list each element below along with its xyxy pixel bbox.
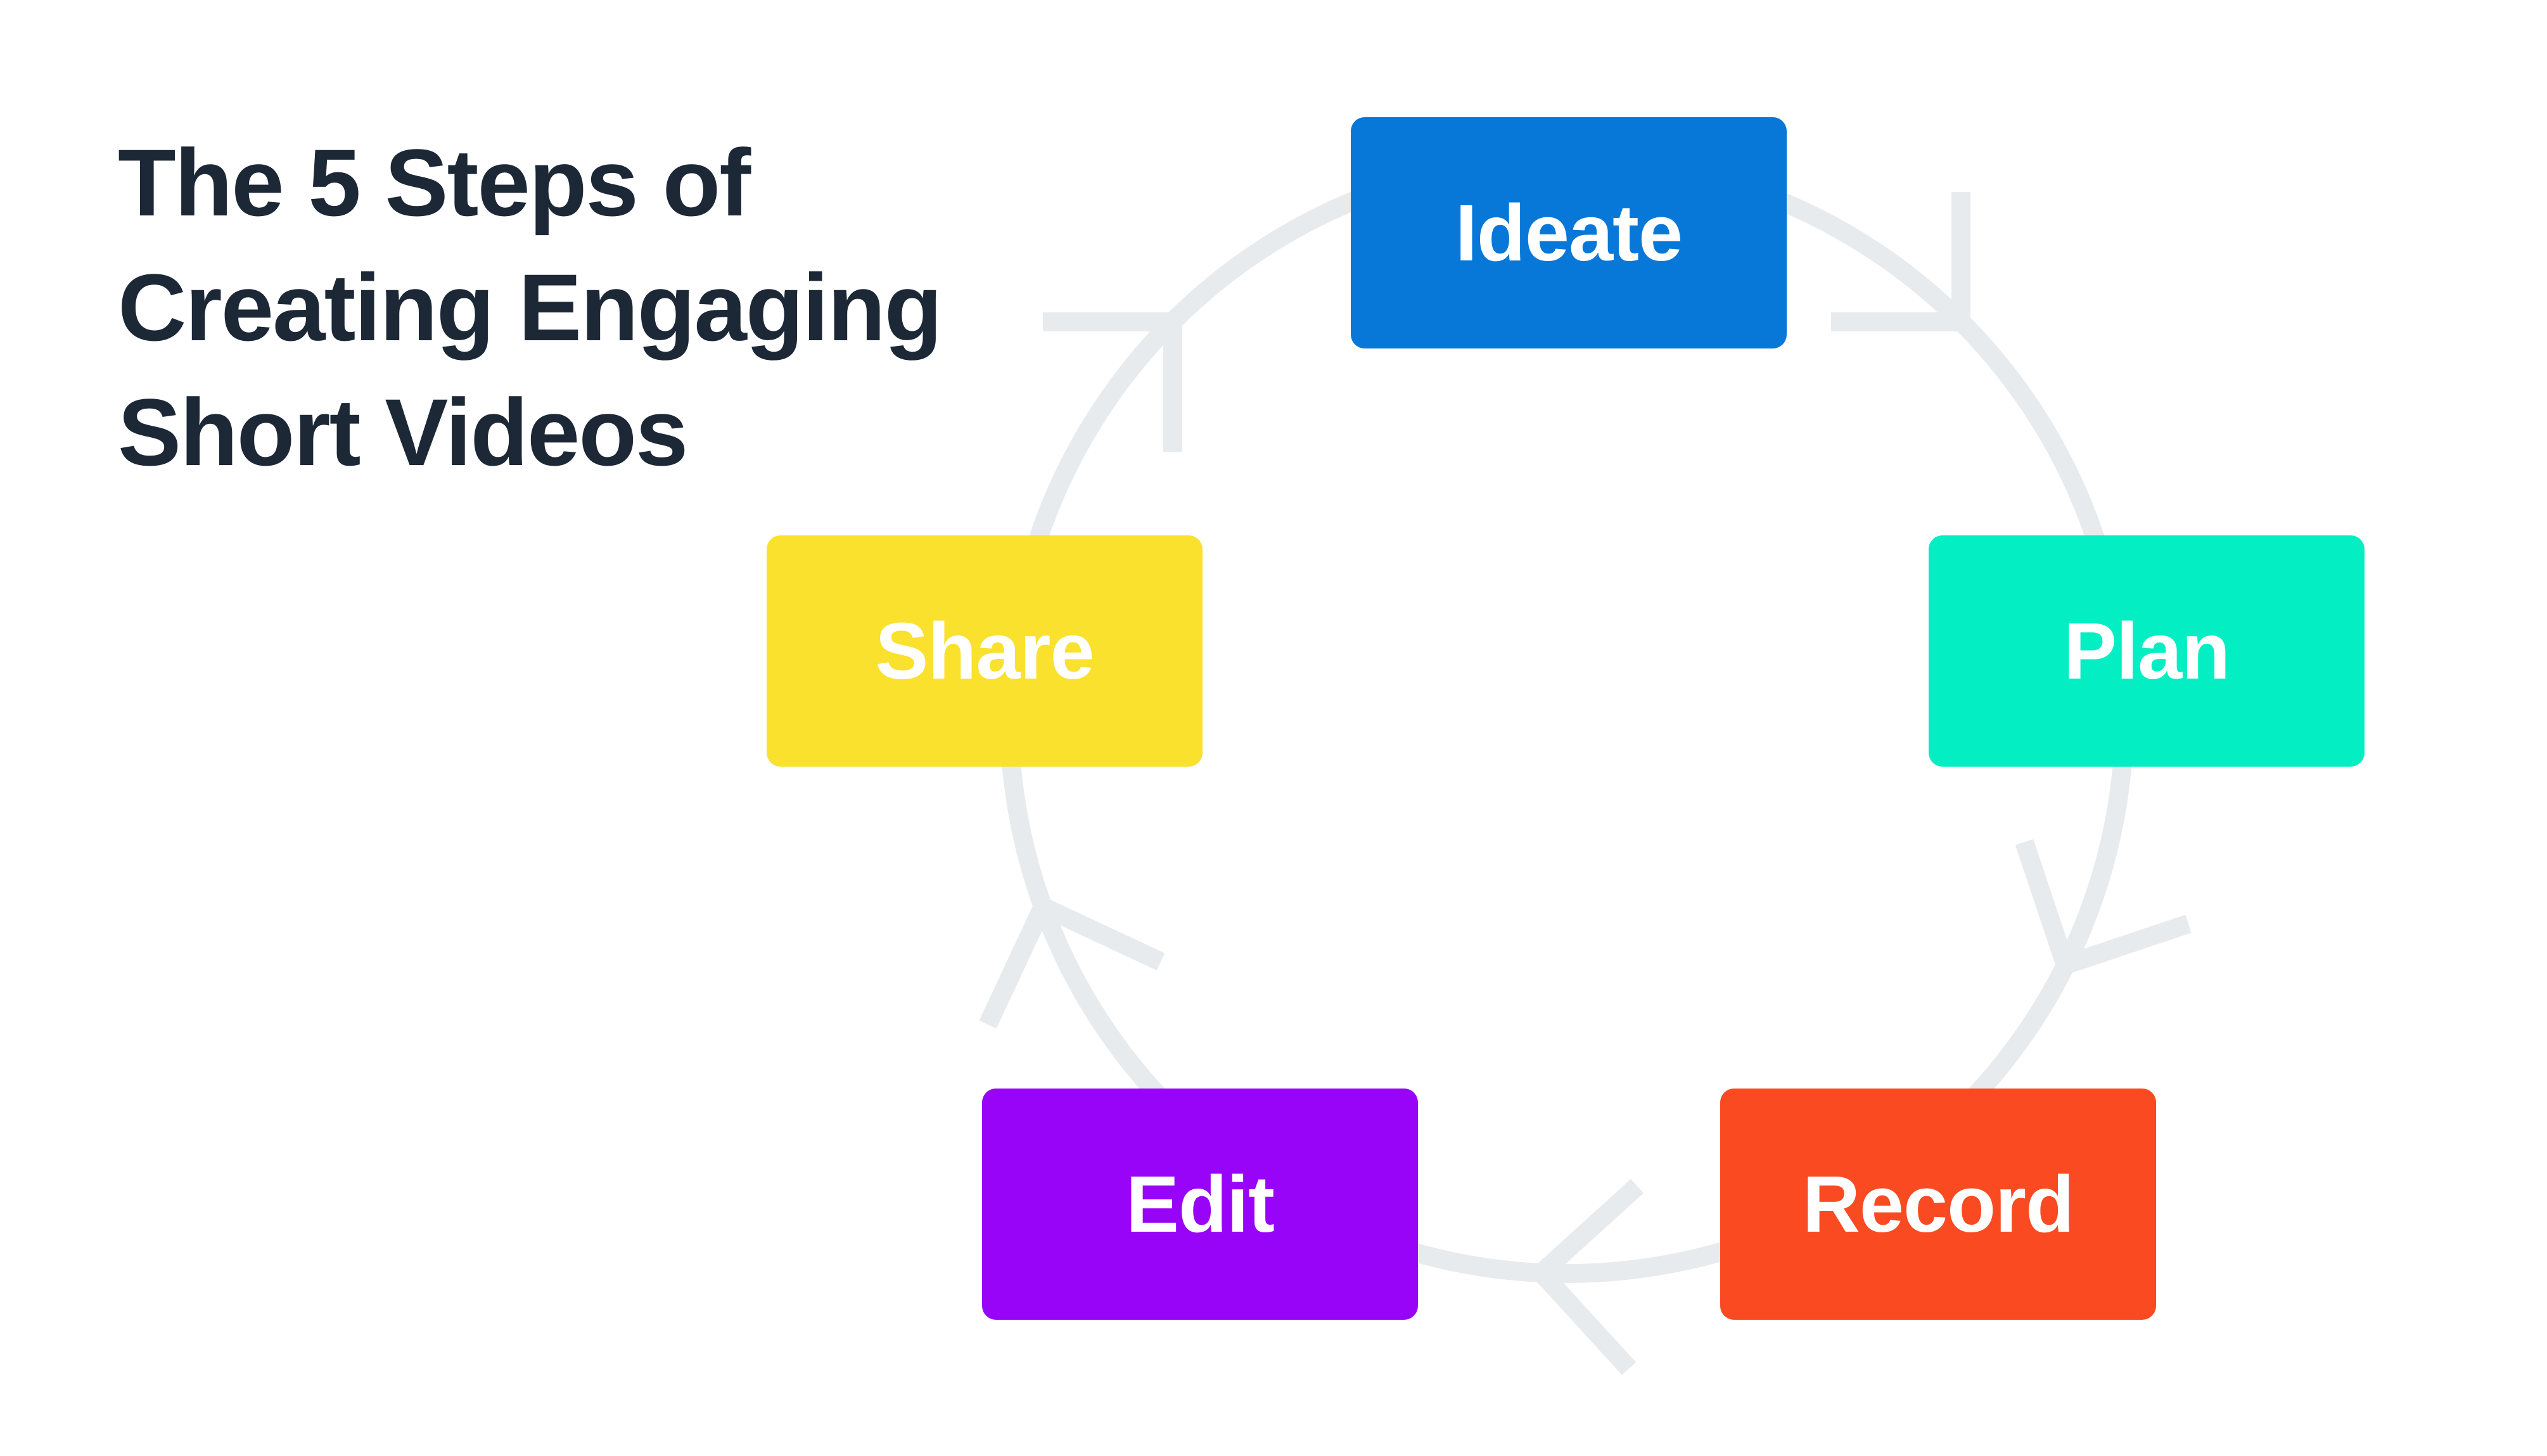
step-edit-label: Edit <box>1126 1159 1275 1249</box>
step-share[interactable]: Share <box>767 535 1203 767</box>
page-title: The 5 Steps of Creating Engaging Short V… <box>118 120 1195 495</box>
step-ideate-label: Ideate <box>1455 188 1683 278</box>
step-plan-label: Plan <box>2063 606 2230 696</box>
arrowhead-share-to-ideate-icon <box>1043 312 1182 452</box>
title-line-2: Creating Engaging <box>118 254 942 361</box>
arrowhead-record-to-edit-icon <box>1528 1178 1644 1376</box>
step-ideate[interactable]: Ideate <box>1351 117 1787 348</box>
step-plan[interactable]: Plan <box>1929 535 2365 767</box>
title-line-3: Short Videos <box>118 379 688 485</box>
arrowhead-ideate-to-plan-icon <box>1831 192 1970 331</box>
step-record-label: Record <box>1802 1159 2074 1249</box>
title-line-1: The 5 Steps of <box>118 129 751 236</box>
arrowhead-edit-to-share-icon <box>979 894 1165 1029</box>
step-share-label: Share <box>875 606 1094 696</box>
step-record[interactable]: Record <box>1720 1089 2156 1320</box>
arrowhead-plan-to-record-icon <box>2015 839 2192 977</box>
step-edit[interactable]: Edit <box>982 1089 1418 1320</box>
